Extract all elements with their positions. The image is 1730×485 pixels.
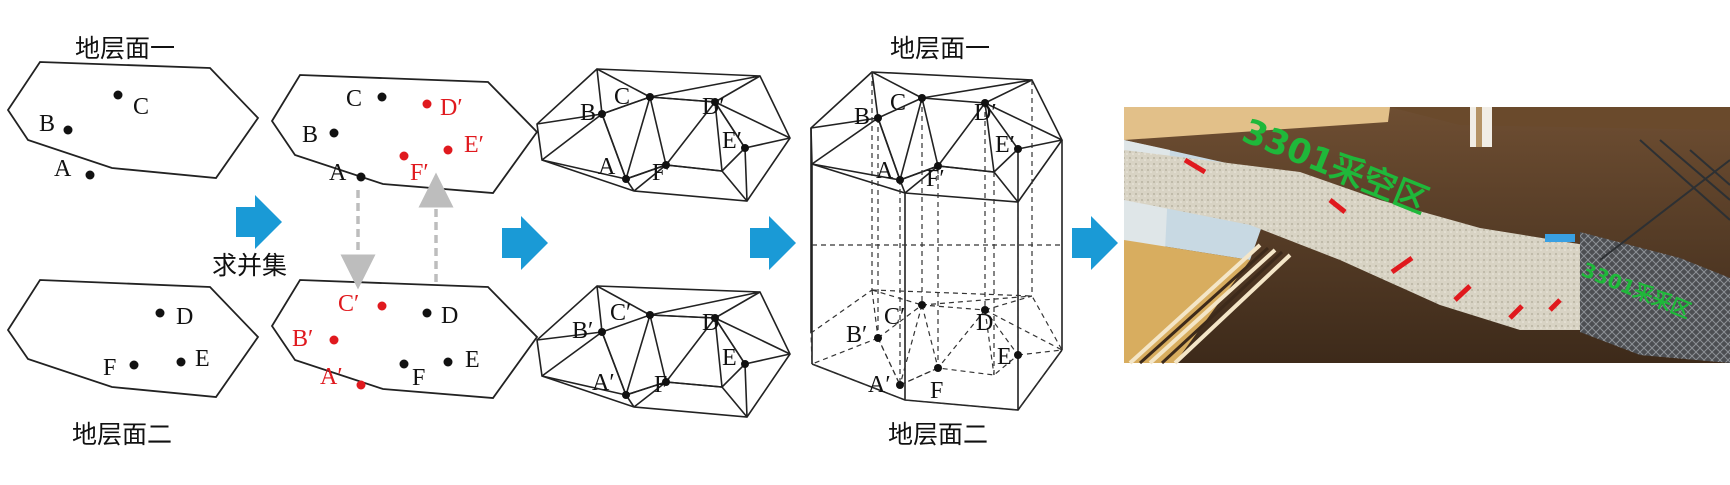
upper-tin [536,68,791,202]
flow-arrow-3 [750,216,796,270]
prism-layer2-title: 地层面二 [888,420,988,449]
point-label-Fp: F′ [410,160,429,186]
layer2-points [129,308,186,370]
point-label-C: C [614,84,630,110]
point-label-A: A [876,158,894,184]
layer1-plane [6,61,260,179]
point-label-Cp: C′ [338,291,359,317]
prism-layer1-title: 地层面一 [890,34,990,63]
point-label-Bp: B′ [292,326,313,352]
point-label-Ap: A′ [320,364,343,390]
layer2-title: 地层面二 [72,420,172,449]
point-label-B: B [854,104,870,130]
point-label-Ep: E′ [464,132,484,158]
point-label-D: D [176,304,193,330]
point-label-Ep: E′ [995,132,1015,158]
point-label-A: A [329,160,347,186]
point-label-Dp: D′ [702,94,725,120]
point-label-E: E [465,347,480,373]
point-label-B: B [302,122,318,148]
point-label-B: B [39,111,55,137]
point-label-F: F [930,378,943,404]
point-label-A: A [598,154,616,180]
flow-arrow-4 [1072,216,1118,270]
point-label-D: D [441,303,458,329]
point-label-A: A [54,156,72,182]
point-label-Cp: C′ [884,304,905,330]
panel-prism: 地层面一 [810,34,1063,449]
point-label-E: E [195,346,210,372]
flow-arrow-1 [236,195,282,249]
point-label-D: D [976,310,993,336]
point-label-C: C [346,86,362,112]
panel-triangulation-labels: B C D′ E′ A F′ B′ C′ D E A′ F [572,84,742,398]
point-label-E: E [722,345,737,371]
point-label-D: D [702,310,719,336]
point-label-Bp: B′ [572,318,593,344]
point-label-Ap: A′ [592,370,615,396]
lower-tin [536,285,791,418]
point-label-B: B [580,100,596,126]
panel-input-layers: 地层面一 C B A D E F 地层面二 [6,34,260,449]
point-label-Dp: D′ [440,95,463,121]
point-label-F: F [103,355,116,381]
rendered-3d-model: 3301采空区 3301采采区 [1124,107,1730,365]
point-label-Dp: D′ [974,100,997,126]
point-label-F: F [654,372,667,398]
point-label-Cp: C′ [610,300,631,326]
point-label-Fp: F′ [926,166,945,192]
layer1-points [63,90,123,180]
point-label-C: C [133,94,149,120]
point-label-Fp: F′ [652,160,671,186]
point-label-C: C [890,90,906,116]
layer1-title: 地层面一 [75,34,175,63]
point-label-E: E [997,344,1012,370]
layer2-plane [6,279,260,398]
panel-union-points: C B A D′ E′ F′ C′ B′ A′ D E F [270,74,539,399]
layer2-union-plane [270,279,539,399]
point-label-Bp: B′ [846,322,867,348]
point-label-Ap: A′ [868,372,891,398]
point-label-Ep: E′ [722,128,742,154]
flow-arrow-2 [502,216,548,270]
union-label: 求并集 [212,251,287,280]
point-label-F: F [412,365,425,391]
panel-triangulation [536,68,791,418]
